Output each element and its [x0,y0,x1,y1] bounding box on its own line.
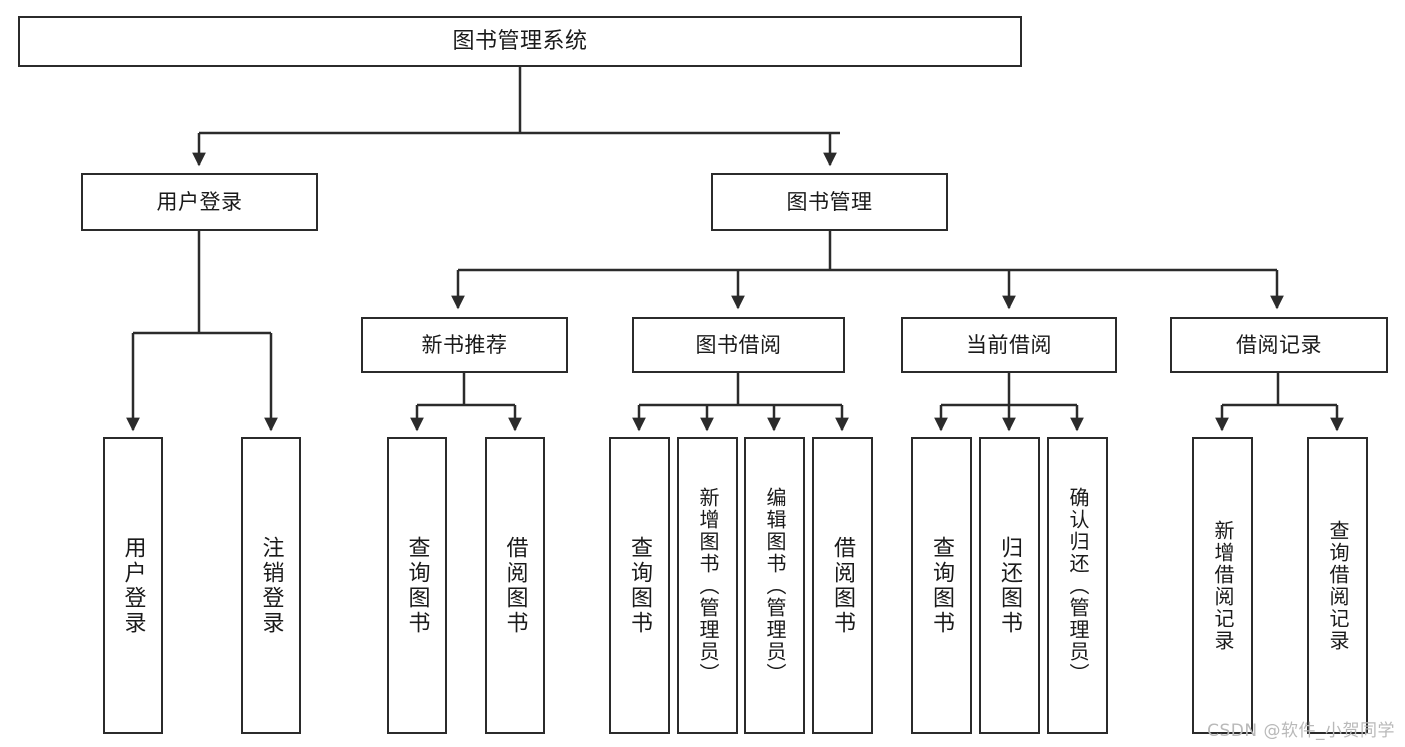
node-label: 新书推荐 [421,332,508,357]
node-label: 用户登录 [156,189,243,214]
leaf-borrow-add-book-admin[interactable]: 新增图书（管理员） [677,437,738,734]
leaf-borrow-query-book[interactable]: 查询图书 [609,437,670,734]
leaf-user-login-signout[interactable]: 注销登录 [241,437,301,734]
leaf-record-query-record[interactable]: 查询借阅记录 [1307,437,1368,734]
node-label: 用户登录 [120,535,146,636]
node-label: 图书管理 [786,189,873,214]
node-label: 借阅图书 [502,535,528,636]
node-book-management[interactable]: 图书管理 [711,173,948,231]
watermark-text: CSDN @软件_小贺同学 [1207,721,1395,741]
node-label: 新增图书（管理员） [696,486,720,685]
node-borrow-record[interactable]: 借阅记录 [1170,317,1388,373]
node-label: 编辑图书（管理员） [763,486,787,685]
node-label: 借阅图书 [830,535,856,636]
node-label: 借阅记录 [1236,332,1322,357]
node-label: 注销登录 [258,535,284,636]
leaf-recommend-borrow-book[interactable]: 借阅图书 [485,437,545,734]
node-label: 图书管理系统 [452,28,588,54]
node-label: 确认归还（管理员） [1066,486,1090,685]
leaf-borrow-edit-book-admin[interactable]: 编辑图书（管理员） [744,437,805,734]
leaf-recommend-query-book[interactable]: 查询图书 [387,437,447,734]
node-new-book-recommend[interactable]: 新书推荐 [361,317,568,373]
node-label: 查询图书 [627,535,653,636]
node-label: 查询图书 [404,535,430,636]
node-label: 新增借阅记录 [1211,519,1235,652]
node-label: 当前借阅 [966,332,1052,357]
node-label: 归还图书 [997,535,1023,636]
node-current-borrow[interactable]: 当前借阅 [901,317,1117,373]
node-label: 查询图书 [929,535,955,636]
node-user-login[interactable]: 用户登录 [81,173,318,231]
node-label: 查询借阅记录 [1326,519,1350,652]
node-root-system[interactable]: 图书管理系统 [18,16,1022,67]
node-book-borrow[interactable]: 图书借阅 [632,317,845,373]
leaf-current-query-book[interactable]: 查询图书 [911,437,972,734]
node-label: 图书借阅 [695,332,782,357]
leaf-record-add-record[interactable]: 新增借阅记录 [1192,437,1253,734]
leaf-user-login-signin[interactable]: 用户登录 [103,437,163,734]
leaf-current-confirm-return-admin[interactable]: 确认归还（管理员） [1047,437,1108,734]
leaf-current-return-book[interactable]: 归还图书 [979,437,1040,734]
leaf-borrow-borrow-book[interactable]: 借阅图书 [812,437,873,734]
